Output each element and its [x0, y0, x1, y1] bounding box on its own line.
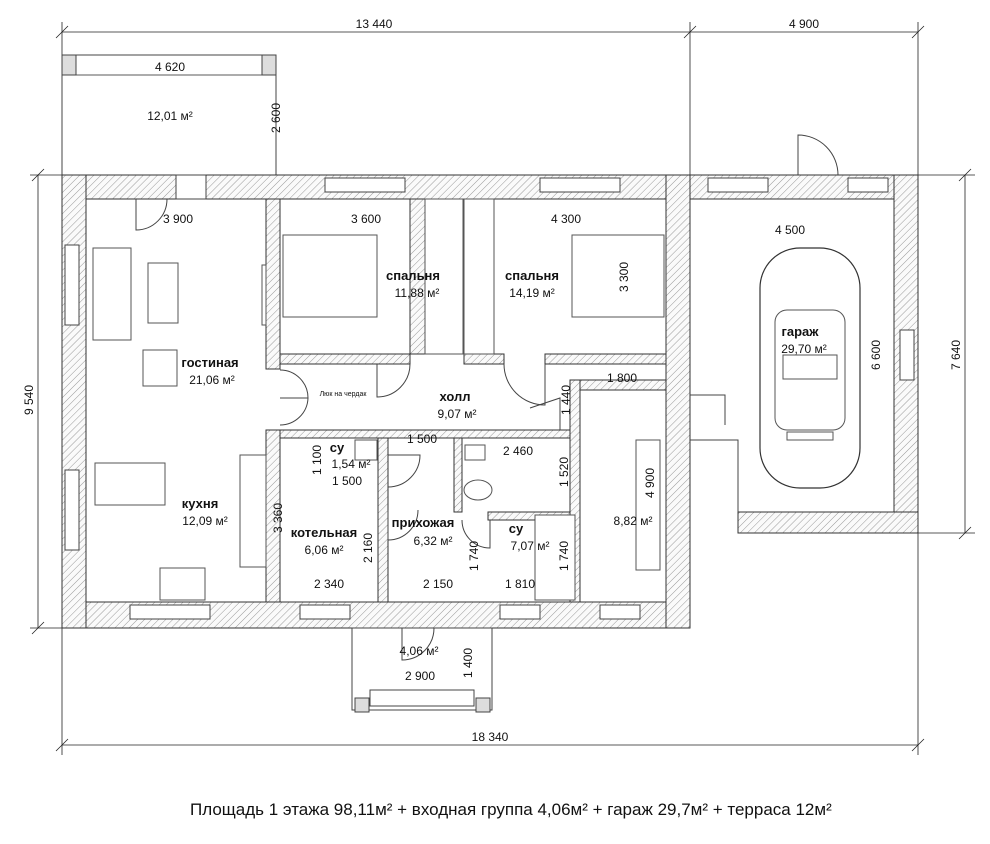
car-icon — [759, 247, 861, 489]
entry-name: прихожая — [392, 515, 455, 530]
hall-name: холл — [439, 389, 470, 404]
dim-living-width: 3 900 — [163, 212, 193, 226]
dim-bed2-depth: 3 300 — [617, 262, 631, 292]
dim-hall-1440: 1 440 — [559, 385, 573, 415]
hatch-label: Люк на чердак — [320, 391, 368, 398]
bath-name: су — [509, 521, 524, 536]
dim-porch-depth: 1 400 — [461, 648, 475, 678]
dim-terrace-width: 4 620 — [155, 60, 185, 74]
garage-area: 29,70 м² — [781, 342, 827, 356]
furniture — [92, 198, 665, 601]
room8-area: 8,82 м² — [614, 514, 653, 528]
bed1-name: спальня — [386, 268, 440, 283]
bed2-name: спальня — [505, 268, 559, 283]
dim-top-garage: 4 900 — [789, 17, 819, 31]
boiler-area: 6,06 м² — [305, 543, 344, 557]
porch-area: 4,06 м² — [400, 644, 439, 658]
bath-area: 7,07 м² — [511, 539, 550, 553]
dim-hall-1740b: 1 740 — [557, 541, 571, 571]
dim-terrace-depth: 2 600 — [269, 103, 283, 133]
dim-boiler-2160: 2 160 — [361, 533, 375, 563]
dim-hall-1740a: 1 740 — [467, 541, 481, 571]
dim-wc1-width: 1 500 — [407, 432, 437, 446]
dim-garage-width: 4 500 — [775, 223, 805, 237]
dim-top-total: 13 440 — [356, 17, 393, 31]
living-name: гостиная — [181, 355, 238, 370]
dim-boiler-width: 2 340 — [314, 577, 344, 591]
dim-garage-depth: 6 600 — [869, 340, 883, 370]
kitchen-name: кухня — [182, 496, 219, 511]
area-summary: Площадь 1 этажа 98,11м² + входная группа… — [190, 800, 832, 819]
doors — [135, 134, 839, 661]
garage-name: гараж — [781, 324, 819, 339]
dim-room8-depth: 4 900 — [643, 468, 657, 498]
dim-bath-width: 2 460 — [503, 444, 533, 458]
entry-area: 6,32 м² — [414, 534, 453, 548]
dim-kitchen-3360: 3 360 — [271, 503, 285, 533]
room-labels: 12,01 м² гостиная 21,06 м² кухня 12,09 м… — [147, 109, 827, 658]
windows — [64, 174, 915, 620]
wc1-name: су — [330, 440, 345, 455]
porch — [351, 627, 493, 713]
dim-porch-width: 2 900 — [405, 669, 435, 683]
bed1-area: 11,88 м² — [395, 286, 440, 300]
living-area: 21,06 м² — [189, 373, 235, 387]
dim-bed2-width: 4 300 — [551, 212, 581, 226]
dim-bottom-total: 18 340 — [472, 730, 509, 744]
dim-entry-width: 2 150 — [423, 577, 453, 591]
dim-bath-1810: 1 810 — [505, 577, 535, 591]
kitchen-area: 12,09 м² — [182, 514, 228, 528]
bed2-area: 14,19 м² — [509, 286, 555, 300]
dim-wc1-depth: 1 100 — [310, 445, 324, 475]
dimension-labels: 13 440 4 900 4 620 2 600 9 540 7 640 18 … — [22, 17, 963, 744]
terrace-area: 12,01 м² — [147, 109, 193, 123]
dim-left-total: 9 540 — [22, 385, 36, 415]
dim-right-total: 7 640 — [949, 340, 963, 370]
boiler-name: котельная — [291, 525, 357, 540]
dim-bath-1520: 1 520 — [557, 457, 571, 487]
wc1-area: 1,54 м² — [332, 457, 371, 471]
dim-room8-width: 1 800 — [607, 371, 637, 385]
hall-area: 9,07 м² — [438, 407, 477, 421]
dim-bed1-width: 3 600 — [351, 212, 381, 226]
dim-wc1-width2: 1 500 — [332, 474, 362, 488]
dimension-lines — [30, 22, 975, 755]
